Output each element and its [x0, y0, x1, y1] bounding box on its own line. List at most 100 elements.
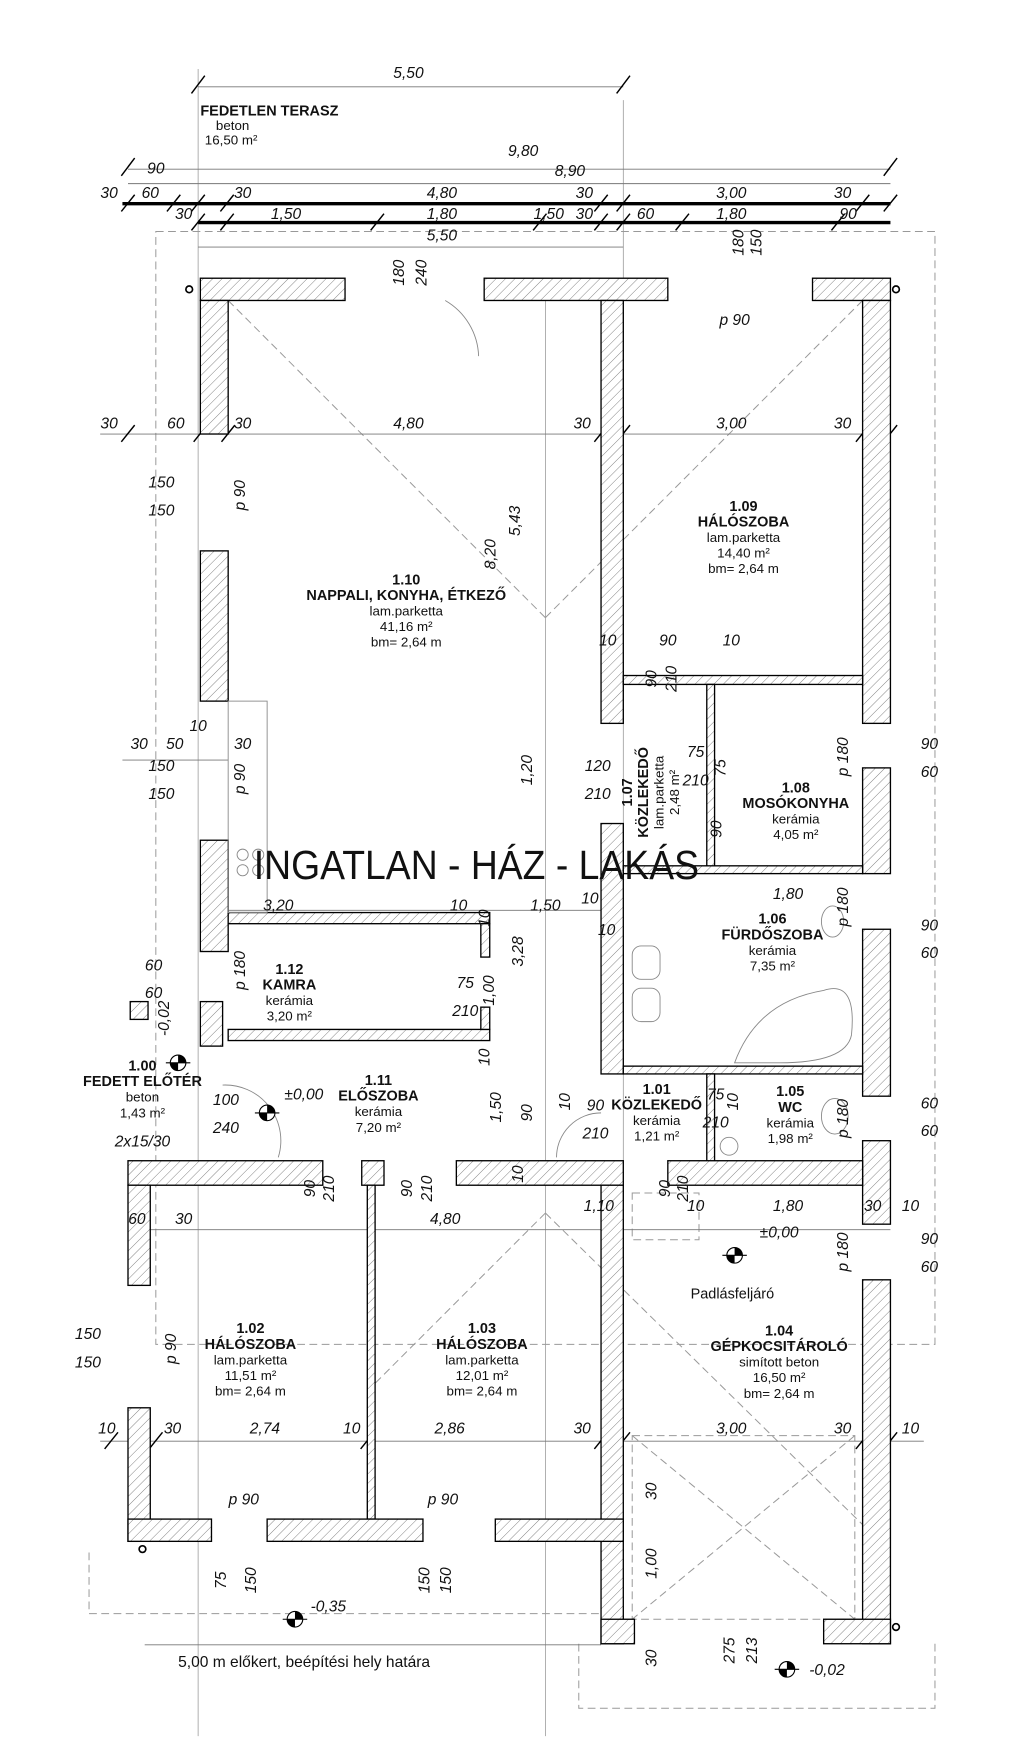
room-area: 7,35 m² — [750, 958, 796, 973]
dimension-label: 30 — [130, 736, 148, 753]
room-name: ELŐSZOBA — [338, 1087, 419, 1105]
dimension-label: 10 — [902, 1420, 920, 1437]
room-floor: kerámia — [749, 943, 797, 958]
dimension-label: 150 — [148, 502, 174, 519]
dimension-lines — [100, 75, 924, 1646]
corner-marker-icon — [891, 1622, 901, 1632]
dimension-label: 30 — [175, 206, 193, 223]
room-number: 1.07 — [620, 778, 636, 806]
dimension-label: p 90 — [427, 1492, 459, 1509]
room-name: KAMRA — [262, 977, 316, 993]
level-marker-icon — [165, 1054, 191, 1072]
dimension-label: 100 — [213, 1092, 239, 1109]
dimension-label: 60 — [167, 415, 185, 432]
room-floor: kerámia — [767, 1115, 815, 1130]
dimension-label: 50 — [166, 736, 184, 753]
dimension-label: -0,35 — [311, 1598, 347, 1615]
dimension-label: 3,00 — [716, 415, 747, 432]
room-floor: lam.parketta — [707, 530, 781, 545]
dimension-label: 9,80 — [508, 143, 539, 160]
dimension-label: 210 — [702, 1114, 729, 1131]
dimension-label: 4,80 — [427, 185, 458, 202]
dimension-label: 30 — [834, 1420, 852, 1437]
dimension-label: 3,00 — [716, 1420, 747, 1437]
level-markers — [138, 285, 901, 1678]
dimension-label: 1,80 — [773, 1198, 804, 1215]
room-name: KÖZLEKEDŐ — [634, 747, 652, 838]
dimension-label: 150 — [243, 1567, 260, 1593]
dimension-label: 5,50 — [427, 227, 458, 244]
room-number: 1.11 — [365, 1073, 392, 1089]
room-area: 1,43 m² — [120, 1105, 166, 1120]
dimension-label: 90 — [708, 820, 725, 838]
dimension-label: 3,20 — [263, 897, 294, 914]
room-height: bm= 2,64 m — [708, 561, 779, 576]
room-area: 3,20 m² — [267, 1009, 313, 1024]
dimension-label: 210 — [664, 666, 681, 693]
room-number: 1.02 — [236, 1321, 264, 1337]
dimension-label: 10 — [450, 897, 468, 914]
room-number: 1.00 — [128, 1059, 156, 1075]
dimension-label: 30 — [234, 736, 252, 753]
setback-note: 5,00 m előkert, beépítési hely határa — [178, 1654, 430, 1671]
dimension-label: 5,43 — [507, 505, 524, 536]
dimension-label: 2,74 — [249, 1420, 281, 1437]
dimension-label: 1,50 — [271, 206, 302, 223]
dimension-label: 2x15/30 — [114, 1133, 171, 1150]
dimension-label: 30 — [234, 185, 252, 202]
dimension-label: 1,50 — [534, 206, 565, 223]
dimension-label: 60 — [637, 206, 655, 223]
dimension-label: p 90 — [718, 312, 750, 329]
dimension-label: 10 — [477, 1048, 494, 1066]
walls — [127, 277, 892, 1645]
dimension-label: 75 — [457, 975, 475, 992]
room-number: 1.09 — [729, 499, 757, 515]
room-number: 1.05 — [776, 1084, 804, 1100]
dimension-label: 1,80 — [773, 886, 804, 903]
room-floor: kerámia — [633, 1113, 681, 1128]
room-height: bm= 2,64 m — [215, 1384, 286, 1399]
dimension-label: 90 — [921, 736, 939, 753]
dimension-label: 275 — [722, 1637, 739, 1664]
room-floor: lam.parketta — [445, 1352, 519, 1367]
dimension-label: 60 — [921, 1095, 939, 1112]
dimension-label: p 180 — [232, 951, 249, 991]
room-name: FEDETT ELŐTÉR — [83, 1072, 202, 1090]
dimension-label: 210 — [584, 786, 611, 803]
dimension-label: ±0,00 — [760, 1225, 799, 1242]
room-area: 4,05 m² — [773, 827, 819, 842]
room-number: 1.06 — [758, 912, 786, 928]
dimension-label: 10 — [477, 909, 494, 927]
room-name: HÁLÓSZOBA — [436, 1335, 528, 1353]
level-marker-icon — [722, 1246, 747, 1264]
dimension-label: p 90 — [228, 1492, 260, 1509]
dimension-label: 30 — [834, 185, 852, 202]
dimension-label: 150 — [148, 474, 174, 491]
dimension-label: 60 — [921, 945, 939, 962]
dimension-label: 180 — [731, 229, 748, 255]
dimension-label: 1,50 — [488, 1092, 505, 1123]
dimension-label: 10 — [598, 922, 616, 939]
room-name: HÁLÓSZOBA — [698, 512, 790, 530]
dimension-label: 5,50 — [393, 65, 424, 82]
dimension-label: 213 — [744, 1637, 761, 1664]
dimension-label: 10 — [581, 891, 599, 908]
dimension-label: 30 — [576, 206, 594, 223]
dimension-label: 60 — [145, 985, 163, 1002]
dimension-label: 30 — [100, 185, 118, 202]
dimension-label: 75 — [707, 1087, 725, 1104]
dimension-label: -0,02 — [809, 1662, 845, 1679]
dimension-label: 150 — [148, 758, 174, 775]
dimension-label: 120 — [585, 758, 611, 775]
room-area: 12,01 m² — [456, 1368, 509, 1383]
dimension-label: 1,20 — [519, 755, 536, 786]
room-name: WC — [778, 1100, 803, 1116]
dimension-label: -0,02 — [156, 1000, 173, 1036]
dimension-label: 60 — [921, 764, 939, 781]
room-area: 7,20 m² — [356, 1120, 402, 1135]
dimension-label: 150 — [75, 1326, 101, 1343]
room-height: bm= 2,64 m — [447, 1384, 518, 1399]
dimension-label: 2,86 — [434, 1420, 466, 1437]
room-area: 1,21 m² — [634, 1129, 680, 1144]
